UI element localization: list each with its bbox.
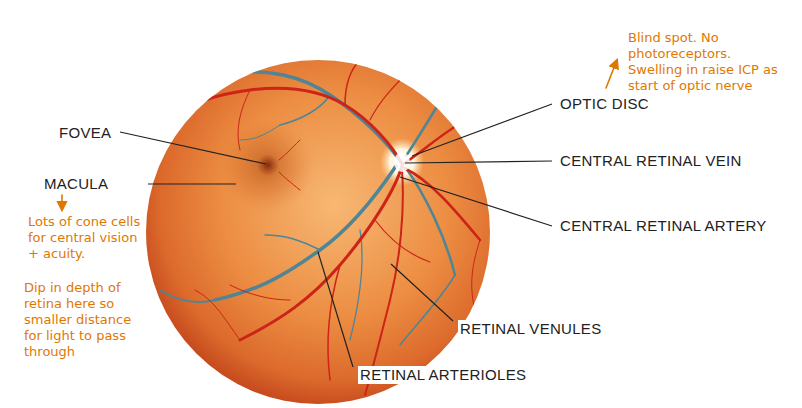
- part-label: OPTIC DISC: [558, 95, 651, 113]
- retinal-veins: [400, 275, 455, 345]
- fundus: [146, 60, 492, 404]
- macula-region: [218, 118, 314, 214]
- retinal-arteries: [365, 170, 403, 395]
- retinal-veins: [280, 95, 330, 125]
- retinal-veins: [265, 235, 320, 250]
- fundus-detail: [160, 60, 492, 395]
- retinal-veins: [215, 166, 396, 300]
- leader-line: [120, 132, 266, 164]
- retinal-veins: [160, 290, 215, 302]
- handwritten-note: Blind spot. No photoreceptors. Swelling …: [628, 30, 778, 94]
- handwritten-note: Lots of cone cells for central vision + …: [28, 214, 146, 262]
- retinal-veins: [406, 168, 455, 275]
- retinal-arteries: [240, 166, 402, 340]
- optic-disc-centre: [394, 152, 410, 172]
- part-label: RETINAL VENULES: [458, 320, 604, 338]
- retinal-veins: [235, 72, 398, 158]
- retinal-arteries: [328, 265, 340, 380]
- retinal-arteries: [370, 70, 410, 120]
- retina-disc: [146, 60, 490, 404]
- part-label: FOVEA: [57, 124, 113, 142]
- retinal-arteries: [345, 60, 360, 105]
- retinal-arteries: [375, 220, 430, 262]
- retinal-arteries: [404, 168, 480, 240]
- note-arrows: [62, 60, 617, 210]
- retinal-arteries: [160, 88, 402, 164]
- handwritten-note: Dip in depth of retina here so smaller d…: [24, 280, 146, 360]
- retinal-veins: [240, 125, 280, 140]
- retinal-arteries: [195, 290, 240, 340]
- part-label: RETINAL ARTERIOLES: [358, 366, 528, 384]
- leader-line: [391, 264, 453, 321]
- leader-line: [400, 177, 552, 226]
- note-arrow: [606, 60, 617, 88]
- retinal-arteries: [230, 285, 290, 300]
- leader-line: [318, 252, 353, 367]
- leader-line: [148, 183, 236, 184]
- retinal-arteries: [160, 60, 492, 395]
- retinal-arteries: [472, 240, 480, 310]
- retinal-veins: [175, 72, 235, 105]
- leader-line: [405, 161, 552, 163]
- retinal-veins: [160, 72, 488, 345]
- retinal-arteries: [403, 115, 475, 164]
- part-label: MACULA: [42, 175, 110, 193]
- retinal-veins: [450, 79, 488, 85]
- retinal-arteries: [279, 140, 300, 160]
- leader-line: [412, 104, 552, 156]
- fovea-pit: [257, 154, 279, 176]
- retinal-arteries: [279, 172, 300, 190]
- part-label: CENTRAL RETINAL VEIN: [558, 152, 744, 170]
- part-label: CENTRAL RETINAL ARTERY: [558, 217, 769, 235]
- retinal-arteries: [238, 90, 250, 150]
- note-arrow: [61, 195, 63, 210]
